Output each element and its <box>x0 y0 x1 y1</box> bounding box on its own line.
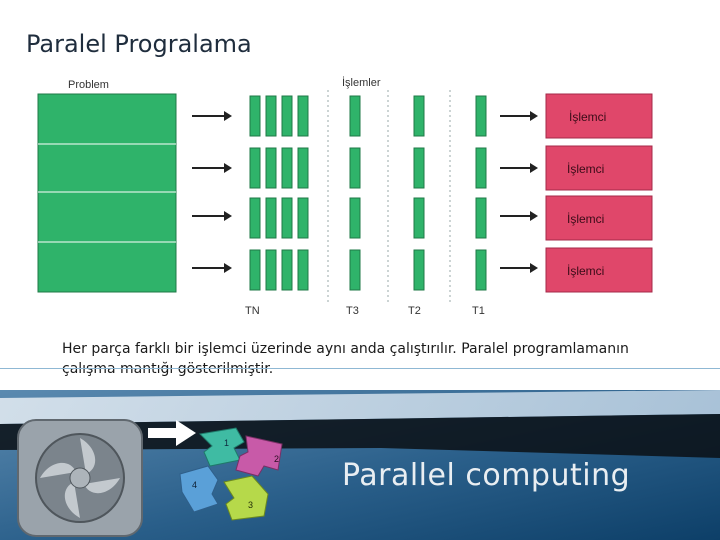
instructions-label: İşlemler <box>342 76 381 89</box>
arrow-right-icon <box>148 420 196 446</box>
banner-heading: Parallel computing <box>342 458 631 493</box>
column-label-t3: T3 <box>346 305 359 317</box>
processor-label: İşlemci <box>567 212 604 226</box>
problem-label: Problem <box>68 79 109 91</box>
column-label-t2: T2 <box>408 305 421 317</box>
processor-boxes <box>545 93 653 293</box>
fan-icon <box>17 419 143 537</box>
puzzle-icon <box>179 427 283 521</box>
caption-line: Her parça farklı bir işlemci üzerinde ay… <box>62 341 629 357</box>
arrow-icon <box>500 111 538 273</box>
processor-label: İşlemci <box>569 110 606 124</box>
caption-line: çalışma mantığı gösterilmiştir. <box>62 361 274 377</box>
processor-label: İşlemci <box>567 264 604 278</box>
processor-label: İşlemci <box>567 162 604 176</box>
piece-number: 3 <box>248 500 253 510</box>
slide-title: Paralel Progralama <box>26 30 252 58</box>
parallel-computing-banner: 1 2 3 4 <box>0 390 720 540</box>
piece-number: 4 <box>192 480 197 490</box>
column-label-tn: TN <box>245 305 260 317</box>
instruction-bars-tn <box>249 95 309 291</box>
instruction-bars-t <box>349 95 487 291</box>
parallel-diagram: Problem İşlemler <box>32 70 662 322</box>
arrow-icon <box>192 111 232 273</box>
piece-number: 2 <box>274 454 279 464</box>
column-label-t1: T1 <box>472 305 485 317</box>
divider <box>0 368 720 369</box>
piece-number: 1 <box>224 438 229 448</box>
slide-caption: Her parça farklı bir işlemci üzerinde ay… <box>62 339 692 379</box>
problem-block <box>37 93 177 293</box>
